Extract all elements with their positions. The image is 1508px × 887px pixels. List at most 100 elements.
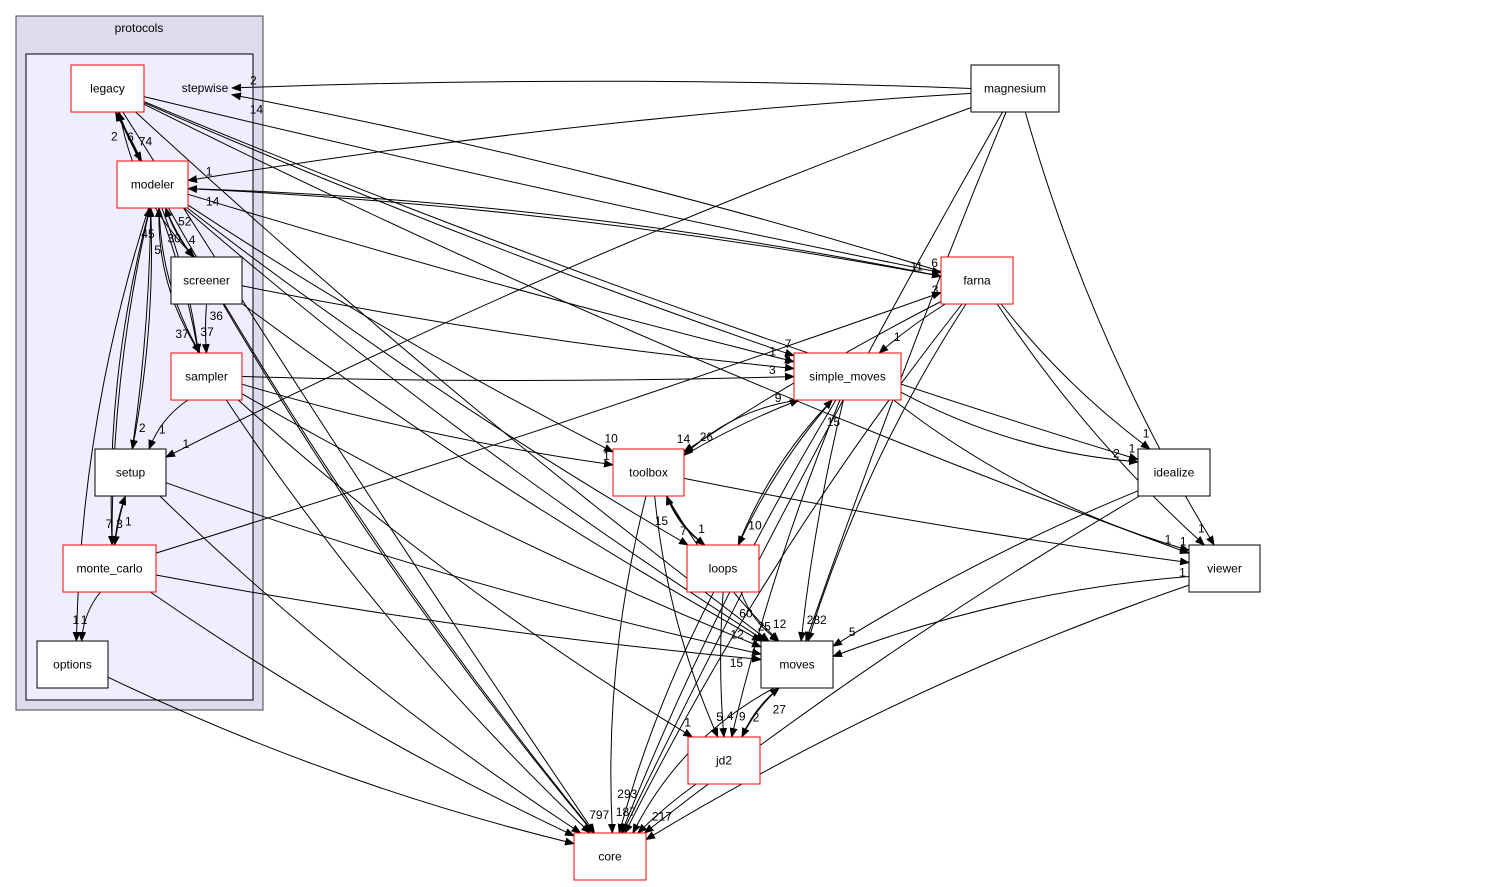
edge-options-to-core[interactable] bbox=[107, 676, 575, 846]
edge-label-modeler-to-screener[interactable]: 30 bbox=[168, 232, 182, 246]
edge-monte_carlo-to-setup[interactable] bbox=[114, 495, 127, 546]
edge-label-sampler-to-toolbox[interactable]: 1 bbox=[603, 449, 610, 463]
edge-label-setup-to-monte_carlo[interactable]: 7 bbox=[106, 517, 113, 531]
edge-loops-to-core[interactable] bbox=[617, 591, 715, 834]
edge-simple_moves-to-jd2[interactable] bbox=[729, 399, 841, 738]
edge-label-modeler-to-sampler[interactable]: 37 bbox=[175, 327, 189, 341]
edge-label-simple_moves-to-moves[interactable]: 282 bbox=[807, 613, 827, 627]
edge-label-magnesium-to-stepwise[interactable]: 2 bbox=[250, 74, 257, 88]
node-legacy[interactable]: legacy bbox=[70, 64, 145, 113]
node-core[interactable]: core bbox=[573, 832, 647, 881]
edge-label-loops-to-core[interactable]: 293 bbox=[617, 787, 637, 801]
edge-modeler-to-sampler[interactable] bbox=[158, 207, 201, 354]
node-loops[interactable]: loops bbox=[686, 544, 760, 593]
edge-label-legacy-to-idealize[interactable]: 1 bbox=[1129, 441, 1136, 455]
edge-label-modeler-to-farna[interactable]: 11 bbox=[911, 260, 924, 274]
edge-jd2-to-core[interactable] bbox=[637, 783, 697, 834]
edge-label-modeler-to-options[interactable]: 1 bbox=[81, 613, 88, 627]
edge-idealize-to-moves[interactable] bbox=[832, 490, 1139, 647]
edge-viewer-to-core[interactable] bbox=[645, 584, 1190, 841]
node-monte-carlo[interactable]: monte_carlo bbox=[62, 544, 157, 593]
edge-sampler-to-modeler[interactable] bbox=[154, 207, 201, 354]
edge-farna-to-simple_moves[interactable] bbox=[878, 303, 946, 354]
edge-sampler-to-jd2[interactable] bbox=[237, 399, 694, 738]
edge-label-modeler-to-loops[interactable]: 7 bbox=[680, 524, 687, 538]
edge-modeler-to-setup[interactable] bbox=[130, 207, 153, 450]
edge-farna-to-modeler[interactable] bbox=[187, 185, 942, 277]
edge-label-toolbox-to-core[interactable]: 187 bbox=[616, 805, 636, 819]
edge-label-toolbox-to-jd2[interactable]: 5 bbox=[716, 710, 723, 724]
edge-sampler-to-toolbox[interactable] bbox=[241, 383, 614, 468]
edge-label-moves-to-jd2[interactable]: 2 bbox=[753, 711, 760, 725]
edge-sampler-to-legacy[interactable] bbox=[115, 111, 199, 354]
edge-label-modeler-to-simple_moves[interactable]: 1 bbox=[769, 344, 776, 358]
edge-legacy-to-simple_moves[interactable] bbox=[143, 102, 795, 357]
edge-setup-to-moves[interactable] bbox=[165, 482, 762, 657]
edge-legacy-to-core[interactable] bbox=[122, 111, 596, 834]
node-simple-moves[interactable]: simple_moves bbox=[793, 352, 902, 401]
edge-loops-to-toolbox[interactable] bbox=[666, 495, 706, 546]
edge-label-legacy-to-simple_moves[interactable]: 7 bbox=[785, 337, 792, 351]
edge-label-sampler-to-modeler[interactable]: 45 bbox=[141, 227, 155, 241]
edge-screener-to-modeler[interactable] bbox=[164, 207, 194, 258]
edge-farna-to-core[interactable] bbox=[624, 303, 963, 834]
edge-loops-to-jd2[interactable] bbox=[719, 591, 728, 738]
edge-monte_carlo-to-options[interactable] bbox=[78, 591, 101, 642]
edge-simple_moves-to-core[interactable] bbox=[621, 399, 837, 834]
edge-legacy-to-viewer[interactable] bbox=[143, 103, 1190, 554]
edge-label-modeler-to-monte_carlo[interactable]: 3 bbox=[116, 517, 123, 531]
edge-label-toolbox-to-moves[interactable]: 12 bbox=[773, 617, 787, 631]
edge-label-legacy-to-farna[interactable]: 6 bbox=[931, 256, 938, 270]
edge-label-monte_carlo-to-options[interactable]: 1 bbox=[73, 613, 80, 627]
edge-label-loops-to-simple_moves[interactable]: 15 bbox=[827, 415, 841, 429]
edge-label-sampler-to-legacy[interactable]: 2 bbox=[111, 129, 118, 143]
edge-label-idealize-to-moves[interactable]: 5 bbox=[849, 625, 856, 639]
edge-sampler-to-core[interactable] bbox=[225, 399, 591, 834]
edge-farna-to-idealize[interactable] bbox=[1000, 303, 1151, 450]
edge-label-farna-to-modeler[interactable]: 14 bbox=[206, 194, 220, 208]
edge-label-magnesium-to-modeler[interactable]: 1 bbox=[206, 164, 213, 178]
edge-monte_carlo-to-moves[interactable] bbox=[155, 574, 762, 663]
edge-label-sampler-to-moves[interactable]: 12 bbox=[730, 628, 744, 642]
node-options[interactable]: options bbox=[36, 640, 109, 689]
edge-modeler-to-simple_moves[interactable] bbox=[187, 193, 795, 364]
edge-label-toolbox-to-loops[interactable]: 1 bbox=[698, 522, 705, 536]
edge-farna-to-moves[interactable] bbox=[806, 303, 967, 642]
edge-magnesium-to-modeler[interactable] bbox=[187, 92, 972, 184]
edge-modeler-to-toolbox[interactable] bbox=[187, 204, 614, 453]
edge-loops-to-moves[interactable] bbox=[740, 591, 780, 642]
edge-toolbox-to-jd2[interactable] bbox=[654, 495, 719, 738]
edge-toolbox-to-core[interactable] bbox=[607, 495, 647, 834]
edge-toolbox-to-viewer[interactable] bbox=[683, 477, 1190, 566]
edge-legacy-to-moves[interactable] bbox=[135, 111, 770, 642]
edge-label-modeler-to-setup[interactable]: 2 bbox=[139, 421, 146, 435]
edge-label-modeler-to-core[interactable]: 797 bbox=[589, 808, 609, 822]
edge-label-screener-to-modeler[interactable]: 52 bbox=[178, 214, 192, 228]
edge-setup-to-modeler[interactable] bbox=[131, 207, 155, 450]
node-magnesium[interactable]: magnesium bbox=[970, 64, 1060, 113]
edge-label-sampler-to-setup[interactable]: 1 bbox=[159, 422, 166, 436]
node-viewer[interactable]: viewer bbox=[1188, 544, 1261, 593]
edge-label-monte_carlo-to-setup[interactable]: 1 bbox=[125, 514, 132, 528]
edge-label-jd2-to-moves[interactable]: 27 bbox=[773, 702, 787, 716]
edge-magnesium-to-setup[interactable] bbox=[165, 107, 972, 458]
edge-label-farna-to-stepwise[interactable]: 14 bbox=[250, 102, 264, 116]
edge-label-farna-to-toolbox[interactable]: 26 bbox=[700, 430, 714, 444]
edge-setup-to-core[interactable] bbox=[159, 495, 582, 834]
edge-label-screener-to-simple_moves[interactable]: 3 bbox=[784, 353, 791, 367]
node-screener[interactable]: screener bbox=[170, 256, 243, 305]
edge-label-screener-to-sampler[interactable]: 36 bbox=[210, 309, 224, 323]
edge-modeler-to-moves[interactable] bbox=[183, 207, 767, 642]
edge-label-simple_moves-to-viewer[interactable]: 1 bbox=[1165, 532, 1172, 546]
edge-simple_moves-to-viewer[interactable] bbox=[893, 399, 1190, 552]
edge-sampler-to-setup[interactable] bbox=[148, 399, 189, 450]
edge-label-toolbox-to-simple_moves[interactable]: 9 bbox=[775, 391, 782, 405]
edge-modeler-to-loops[interactable] bbox=[187, 207, 689, 546]
node-toolbox[interactable]: toolbox bbox=[612, 448, 685, 497]
edge-modeler-to-monte_carlo[interactable] bbox=[108, 207, 151, 546]
node-setup[interactable]: setup bbox=[94, 448, 167, 497]
edge-label-sampler-to-simple_moves[interactable]: 3 bbox=[769, 363, 776, 377]
edge-simple_moves-to-moves[interactable] bbox=[798, 399, 844, 642]
edge-label-legacy-to-modeler[interactable]: 74 bbox=[139, 135, 153, 149]
edge-label-modeler-to-toolbox[interactable]: 10 bbox=[605, 432, 619, 446]
